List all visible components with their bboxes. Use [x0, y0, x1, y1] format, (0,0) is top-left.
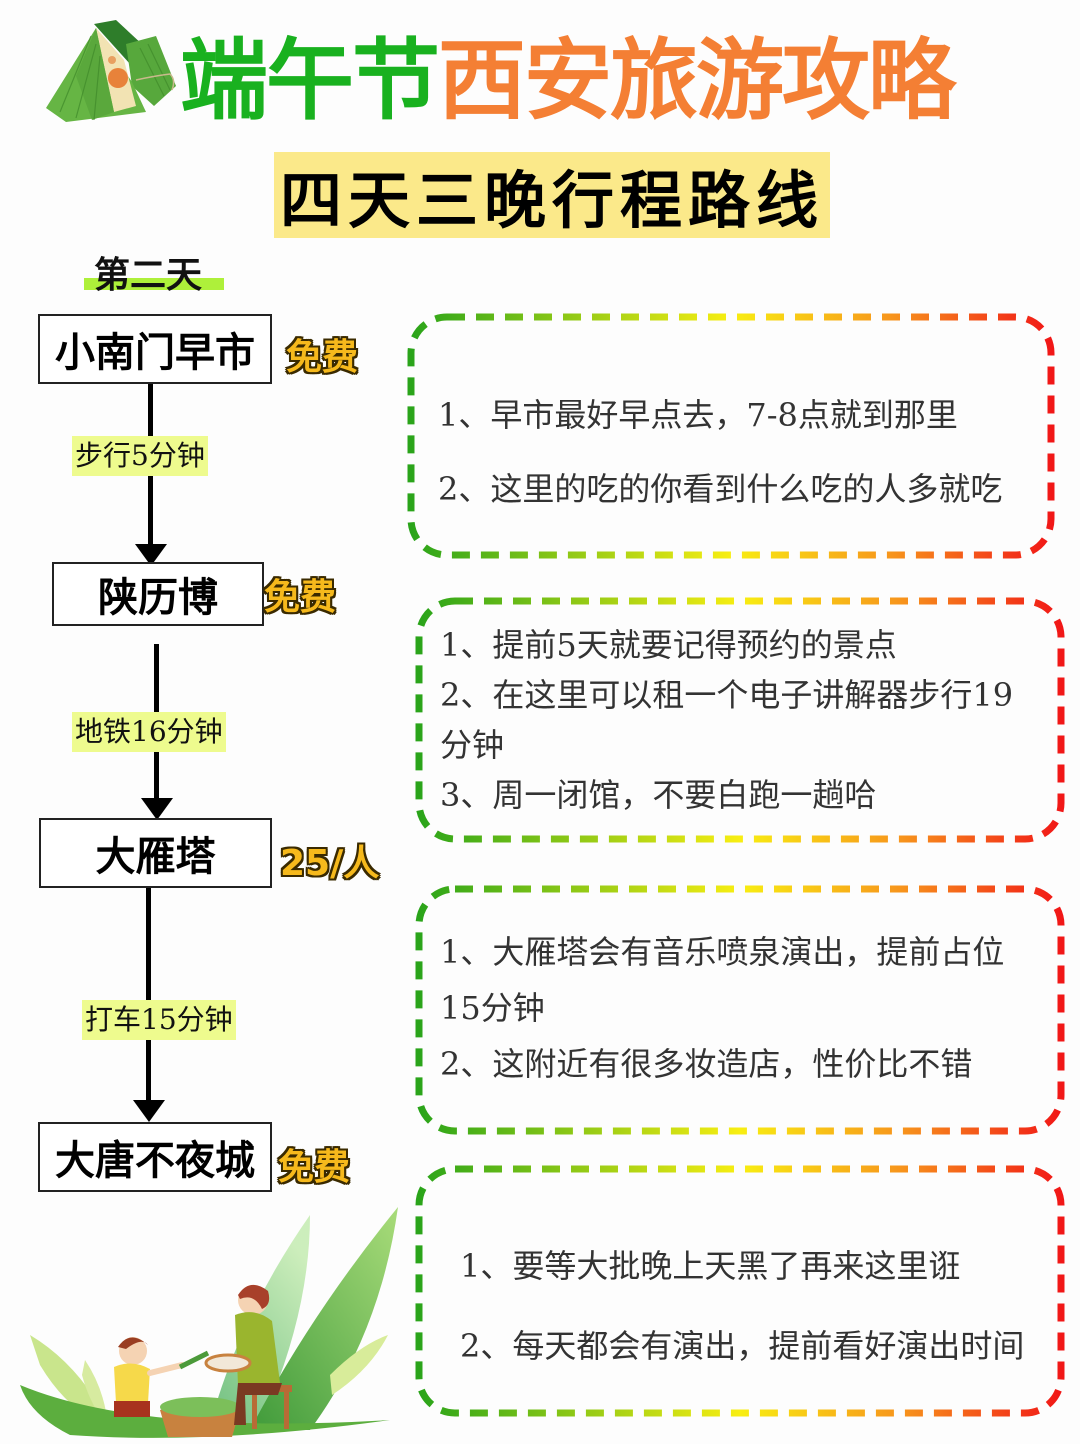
route-stop-3: 大雁塔 — [39, 818, 272, 888]
title-green: 端午节 — [180, 27, 440, 132]
tip-line: 2、在这里可以租一个电子讲解器步行19 — [440, 676, 1014, 714]
price-badge-1: 免费 — [286, 337, 359, 378]
day-label: 第二天 — [94, 255, 203, 296]
family-making-zongzi-illustration — [10, 1195, 410, 1440]
stop-name: 陕历博 — [98, 575, 218, 621]
tip-line: 15分钟 — [440, 989, 545, 1027]
tip-line: 1、大雁塔会有音乐喷泉演出，提前占位 — [440, 933, 1005, 971]
tips-panel-2: 1、提前5天就要记得预约的景点 2、在这里可以租一个电子讲解器步行19 分钟 3… — [415, 597, 1065, 843]
tips-panel-3: 1、大雁塔会有音乐喷泉演出，提前占位 15分钟 2、这附近有很多妆造店，性价比不… — [415, 885, 1065, 1135]
transit-label-1: 步行5分钟 — [72, 436, 208, 476]
zongzi-icon — [36, 16, 186, 126]
tip-line: 1、要等大批晚上天黑了再来这里诳 — [460, 1247, 961, 1285]
arrow-down-icon — [141, 798, 173, 820]
route-stop-2: 陕历博 — [52, 562, 264, 626]
tip-line: 2、每天都会有演出，提前看好演出时间 — [460, 1327, 1025, 1365]
subtitle-banner: 四天三晚行程路线 — [274, 152, 830, 238]
tips-panel-1: 1、早市最好早点去，7-8点就到那里 2、这里的吃的你看到什么吃的人多就吃 — [407, 313, 1055, 559]
price-badge-4: 免费 — [278, 1147, 351, 1188]
arrow-down-icon — [135, 544, 167, 566]
tip-line: 2、这里的吃的你看到什么吃的人多就吃 — [438, 470, 1003, 508]
flow-line-3 — [146, 888, 151, 1102]
stop-name: 大雁塔 — [95, 834, 216, 880]
tip-line: 分钟 — [440, 726, 505, 764]
tip-line: 2、这附近有很多妆造店，性价比不错 — [440, 1045, 973, 1083]
price-badge-3: 25/人 — [280, 843, 380, 884]
tip-line: 1、提前5天就要记得预约的景点 — [440, 626, 897, 664]
arrow-down-icon — [133, 1100, 165, 1122]
route-stop-4: 大唐不夜城 — [38, 1122, 272, 1192]
page-title: 端午节西安旅游攻略 — [180, 18, 956, 132]
stop-name: 小南门早市 — [55, 330, 255, 376]
price-badge-2: 免费 — [264, 577, 337, 618]
transit-label-3: 打车15分钟 — [82, 1000, 236, 1040]
route-stop-1: 小南门早市 — [38, 314, 272, 384]
tips-panel-4: 1、要等大批晚上天黑了再来这里诳 2、每天都会有演出，提前看好演出时间 — [415, 1165, 1065, 1417]
title-orange: 西安旅游攻略 — [438, 27, 956, 132]
tip-line: 3、周一闭馆，不要白跑一趟哈 — [440, 776, 877, 814]
day-underline — [84, 278, 224, 290]
transit-label-2: 地铁16分钟 — [72, 712, 226, 752]
stop-name: 大唐不夜城 — [55, 1138, 255, 1184]
tip-line: 1、早市最好早点去，7-8点就到那里 — [438, 396, 958, 434]
